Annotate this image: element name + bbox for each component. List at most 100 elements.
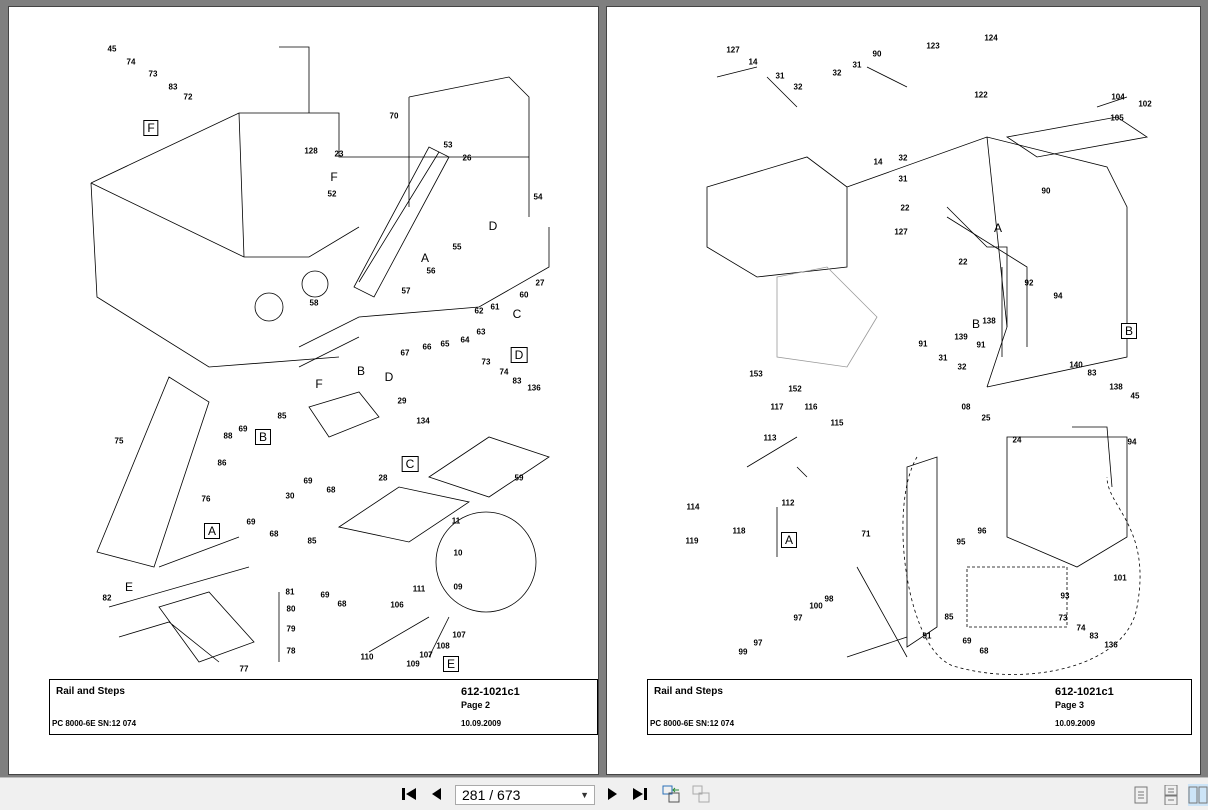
callout-label: 23	[334, 149, 344, 159]
callout-label: 64	[460, 335, 470, 345]
single-page-icon[interactable]	[1131, 784, 1151, 806]
callout-label: 91	[976, 340, 986, 350]
callout-label: 91	[918, 339, 928, 349]
callout-label: 90	[872, 49, 882, 59]
callout-label: B	[971, 317, 981, 331]
callout-label: 116	[804, 402, 818, 412]
callout-label: 29	[397, 396, 407, 406]
callout-label: F	[330, 170, 338, 184]
callout-label: 109	[406, 659, 420, 669]
callout-label: 32	[957, 362, 967, 372]
callout-label: 88	[223, 431, 233, 441]
callout-label: 79	[286, 624, 296, 634]
callout-label: 83	[1087, 368, 1097, 378]
callout-label: 107	[419, 650, 433, 660]
callout-label: 119	[685, 536, 699, 546]
callout-label: 32	[832, 68, 842, 78]
next-page-icon[interactable]	[601, 784, 623, 804]
chevron-down-icon: ▼	[580, 790, 589, 800]
callout-label: 97	[793, 613, 803, 623]
callout-label: 81	[285, 587, 295, 597]
callout-label: 76	[201, 494, 211, 504]
parts-drawing	[90, 46, 550, 663]
callout-label: 10	[453, 548, 463, 558]
pdf-page-2: Rail and Steps PC 8000-6E SN:12 074 612-…	[8, 6, 599, 775]
callout-label: 30	[285, 491, 295, 501]
model-number: PC 8000-6E SN:12 074	[52, 719, 137, 728]
callout-label: 31	[938, 353, 948, 363]
callout-label: 69	[238, 424, 248, 434]
callout-label: 24	[1012, 435, 1022, 445]
callout-label: D	[510, 347, 528, 363]
callout-label: 09	[453, 582, 463, 592]
callout-label: C	[401, 456, 419, 472]
callout-label: 139	[954, 332, 968, 342]
callout-label: 111	[412, 584, 426, 594]
parts-drawing	[706, 66, 1149, 675]
callout-label: 14	[748, 57, 758, 67]
callout-label: 32	[898, 153, 908, 163]
callout-label: 08	[961, 402, 971, 412]
callout-label: 92	[1024, 278, 1034, 288]
callout-label: 85	[277, 411, 287, 421]
callout-label: 63	[476, 327, 486, 337]
callout-label: 69	[303, 476, 313, 486]
callout-label: 22	[900, 203, 910, 213]
callout-label: 106	[390, 600, 404, 610]
callout-label: 77	[239, 664, 249, 674]
callout-label: 68	[269, 529, 279, 539]
callout-label: 93	[1060, 591, 1070, 601]
callout-label: 68	[979, 646, 989, 656]
title-block: Rail and Steps PC 8000-6E SN:12 074 612-…	[647, 679, 1192, 735]
callout-label: 31	[852, 60, 862, 70]
callout-label: E	[442, 656, 460, 672]
callout-label: 69	[246, 517, 256, 527]
callout-label: 91	[922, 631, 932, 641]
callout-label: 45	[1130, 391, 1140, 401]
callout-label: 62	[474, 306, 484, 316]
callout-label: 94	[1053, 291, 1063, 301]
previous-view-icon[interactable]	[660, 784, 682, 804]
doc-number: 612-1021c1	[1055, 686, 1114, 698]
callout-label: 82	[102, 593, 112, 603]
callout-label: 114	[686, 502, 700, 512]
callout-label: 75	[114, 436, 124, 446]
drawing-date: 10.09.2009	[1055, 719, 1096, 728]
page-indicator: 281 / 673	[462, 787, 521, 803]
callout-label: 55	[452, 242, 462, 252]
first-page-icon[interactable]	[398, 784, 420, 804]
callout-label: 115	[830, 418, 844, 428]
callout-label: 134	[416, 416, 430, 426]
callout-label: 53	[443, 140, 453, 150]
callout-label: 73	[1058, 613, 1068, 623]
callout-label: 68	[326, 485, 336, 495]
callout-label: 95	[956, 537, 966, 547]
callout-label: 56	[426, 266, 436, 276]
callout-label: 85	[307, 536, 317, 546]
callout-label: 28	[378, 473, 388, 483]
callout-label: 124	[984, 33, 998, 43]
doc-number: 612-1021c1	[461, 686, 520, 698]
drawing-title: Rail and Steps	[56, 686, 125, 697]
callout-label: 74	[499, 367, 509, 377]
next-view-icon[interactable]	[690, 784, 712, 804]
callout-label: 100	[809, 601, 823, 611]
page-number-select[interactable]: 281 / 673 ▼	[455, 785, 595, 805]
continuous-page-icon[interactable]	[1161, 784, 1181, 806]
callout-label: 127	[894, 227, 908, 237]
callout-label: 31	[775, 71, 785, 81]
callout-label: 65	[440, 339, 450, 349]
previous-page-icon[interactable]	[426, 784, 448, 804]
callout-label: E	[124, 580, 134, 594]
callout-label: 117	[770, 402, 784, 412]
drawing-date: 10.09.2009	[461, 719, 502, 728]
callout-label: 122	[974, 90, 988, 100]
callout-label: 99	[738, 647, 748, 657]
callout-label: 90	[1041, 186, 1051, 196]
callout-label: 74	[1076, 623, 1086, 633]
callout-label: 80	[286, 604, 296, 614]
two-page-icon[interactable]	[1188, 784, 1208, 806]
callout-label: B	[254, 429, 272, 445]
callout-label: 54	[533, 192, 543, 202]
last-page-icon[interactable]	[629, 784, 651, 804]
